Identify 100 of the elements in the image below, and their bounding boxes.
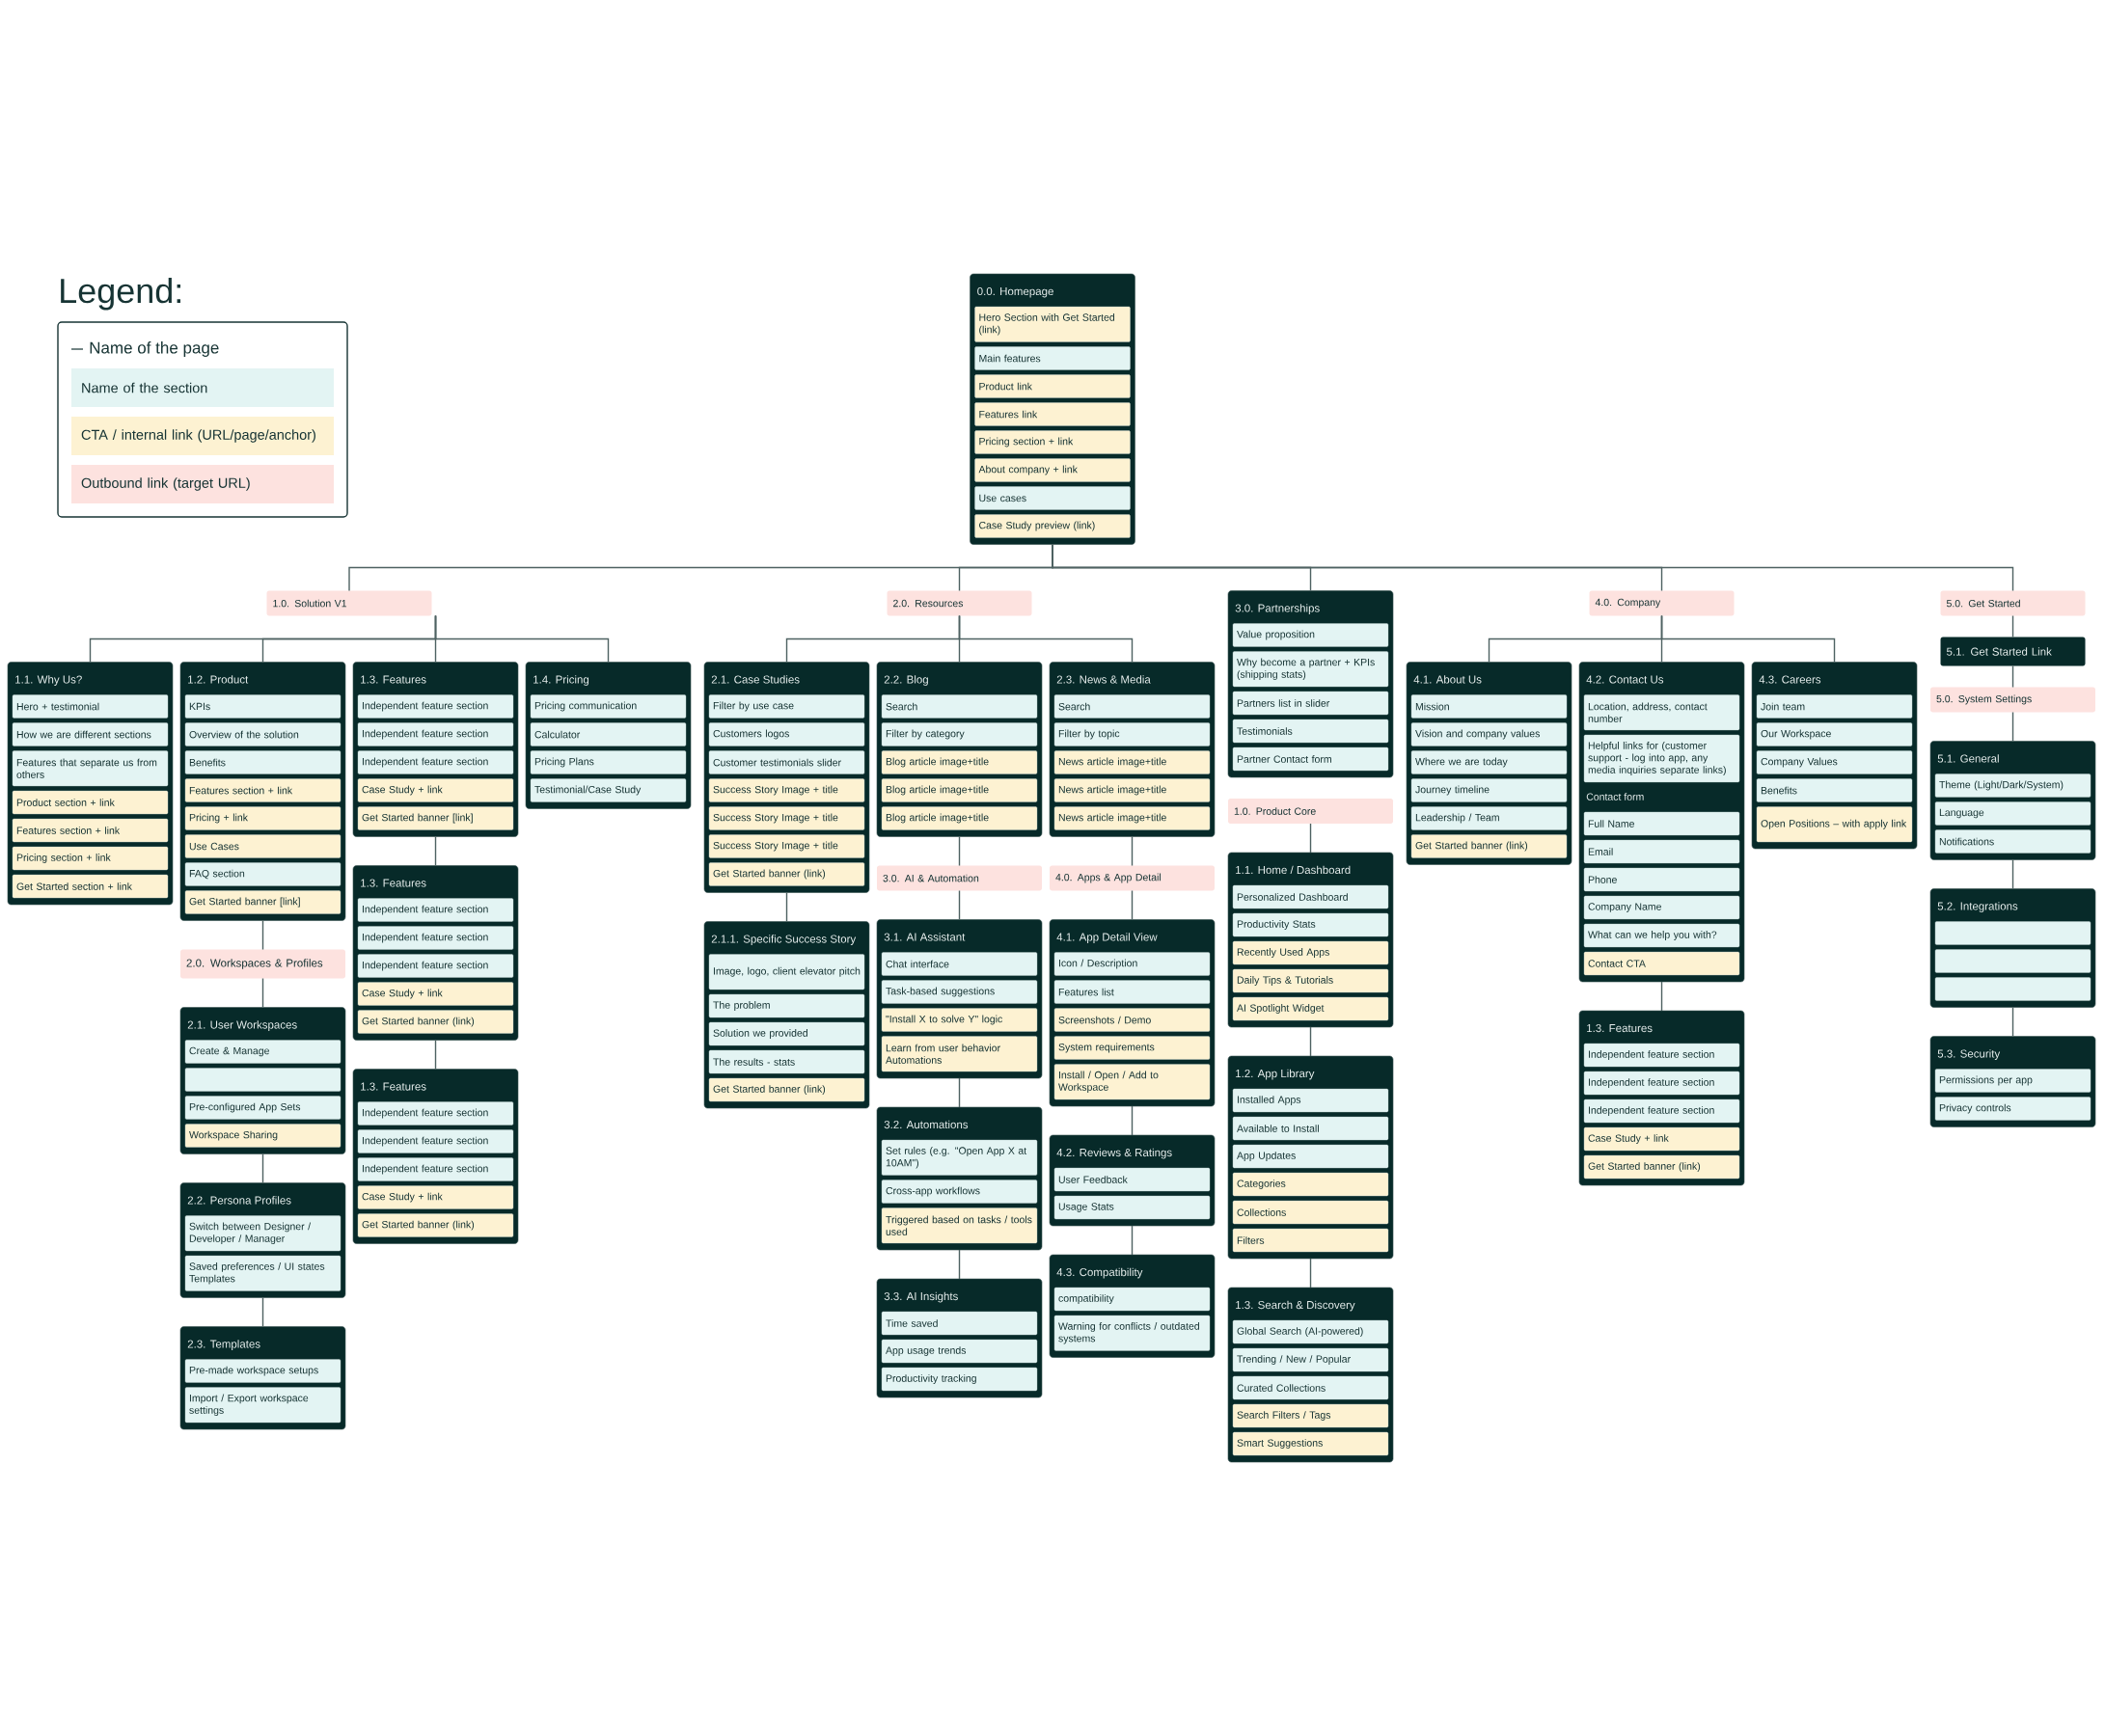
- section-box: Partners list in slider: [1232, 691, 1389, 716]
- section-box: Independent feature section: [357, 898, 514, 922]
- section-box: Independent feature section: [357, 1101, 514, 1126]
- outbound-link-box: 1.0. Product Core: [1228, 799, 1393, 824]
- section-box: App usage trends: [881, 1339, 1038, 1364]
- link-box: News article image+title: [1053, 750, 1211, 774]
- section-box: Email: [1583, 839, 1740, 864]
- section-box: Available to Install: [1232, 1116, 1389, 1141]
- section-box: Pre-made workspace setups: [184, 1359, 342, 1383]
- section-box: Customer testimonials slider: [708, 750, 865, 774]
- link-box: Product section + link: [12, 790, 169, 815]
- section-box: Chat interface: [881, 952, 1038, 976]
- section-box: Join team: [1756, 694, 1913, 719]
- link-box: Workspace Sharing: [184, 1124, 342, 1148]
- section-box: Independent feature section: [1583, 1099, 1740, 1124]
- section-box: [1934, 949, 2091, 973]
- section-box: Hero + testimonial: [12, 694, 169, 719]
- section-box: Full Name: [1583, 811, 1740, 836]
- section-box: Permissions per app: [1934, 1069, 2091, 1093]
- section-box: Notifications: [1934, 829, 2091, 854]
- link-box: AI Spotlight Widget: [1232, 996, 1389, 1021]
- link-box: Open Positions – with apply link: [1756, 806, 1913, 843]
- legend-title: Legend:: [61, 277, 180, 311]
- section-box: Independent feature section: [357, 954, 514, 978]
- link-box: Success Story Image + title: [708, 834, 865, 858]
- section-box: [1934, 921, 2091, 945]
- link-box: Collections: [1232, 1200, 1389, 1225]
- link-box: Get Started banner (link): [357, 1213, 514, 1237]
- link-box: Install / Open / Add to Workspace: [1053, 1064, 1211, 1100]
- link-box: Pricing + link: [184, 806, 342, 830]
- link-box: Get Started banner [link]: [357, 806, 514, 830]
- link-box: Filters: [1232, 1228, 1389, 1253]
- link-box: Pricing section + link: [12, 846, 169, 871]
- section-box: Search: [881, 694, 1038, 719]
- link-box: System requirements: [1053, 1036, 1211, 1060]
- section-box: Features list: [1053, 980, 1211, 1004]
- section-box: Company Values: [1756, 750, 1913, 774]
- legend-entry: Name of the section: [71, 368, 334, 407]
- section-box: The problem: [708, 993, 865, 1018]
- link-box: Get Started banner (link): [708, 862, 865, 886]
- section-box: Use cases: [974, 486, 1131, 510]
- section-box: App Updates: [1232, 1144, 1389, 1169]
- link-box: Get Started banner (link): [1583, 1154, 1740, 1180]
- section-box: Saved preferences / UI states Templates: [184, 1255, 342, 1291]
- link-box: Categories: [1232, 1172, 1389, 1197]
- section-box: Customers logos: [708, 722, 865, 746]
- section-box: Leadership / Team: [1410, 806, 1568, 830]
- section-box: Theme (Light/Dark/System): [1934, 773, 2091, 798]
- outbound-link-box: 1.0. Solution V1: [266, 590, 432, 616]
- outbound-link-box: 4.0. Apps & App Detail: [1050, 865, 1215, 891]
- link-box: Case Study + link: [357, 982, 514, 1006]
- section-box: Usage Stats: [1053, 1195, 1211, 1220]
- link-box: Case Study + link: [357, 778, 514, 802]
- section-box: Phone: [1583, 867, 1740, 892]
- legend-entry: CTA / internal link (URL/page/anchor): [71, 417, 334, 455]
- link-box: Daily Tips & Tutorials: [1232, 968, 1389, 993]
- section-box: Independent feature section: [357, 722, 514, 746]
- section-box: Curated Collections: [1232, 1375, 1389, 1400]
- section-box: Switch between Designer / Developer / Manager: [184, 1215, 342, 1252]
- link-box: Case Study + link: [1583, 1126, 1740, 1152]
- link-box: Success Story Image + title: [708, 778, 865, 802]
- section-box: Partner Contact form: [1232, 746, 1389, 772]
- section-box: Pricing Plans: [530, 750, 687, 774]
- link-box: Smart Suggestions: [1232, 1431, 1389, 1456]
- link-box: Blog article image+title: [881, 750, 1038, 774]
- outbound-link-box: 2.0. Resources: [887, 590, 1032, 616]
- section-box: Main features: [974, 346, 1131, 370]
- section-box: Filter by category: [881, 722, 1038, 746]
- section-box: Features that separate us from others: [12, 750, 169, 787]
- section-box: FAQ section: [184, 862, 342, 886]
- section-box: Trending / New / Popular: [1232, 1347, 1389, 1372]
- link-box: Pricing section + link: [974, 430, 1131, 454]
- section-box: Benefits: [184, 750, 342, 774]
- link-box: Recently Used Apps: [1232, 940, 1389, 965]
- section-box: Global Search (AI-powered): [1232, 1319, 1389, 1344]
- link-box: Blog article image+title: [881, 806, 1038, 830]
- section-box: Cross-app workflows: [881, 1180, 1038, 1204]
- section-box: Testimonial/Case Study: [530, 778, 687, 802]
- link-box: Get Started banner (link): [357, 1010, 514, 1034]
- section-box: Independent feature section: [357, 926, 514, 950]
- section-box: Mission: [1410, 694, 1568, 719]
- section-box: The results - stats: [708, 1049, 865, 1074]
- link-box: Get Started banner (link): [708, 1077, 865, 1102]
- section-box: Image, logo, client elevator pitch: [708, 954, 865, 990]
- section-box: Testimonials: [1232, 719, 1389, 744]
- section-box: Location, address, contact number: [1583, 694, 1740, 731]
- section-box: Language: [1934, 801, 2091, 826]
- legend-entry: Outbound link (target URL): [71, 465, 334, 503]
- section-box: Benefits: [1756, 778, 1913, 802]
- section-box: Filter by topic: [1053, 722, 1211, 746]
- section-box: Where we are today: [1410, 750, 1568, 774]
- section-box: Icon / Description: [1053, 952, 1211, 976]
- section-box: Company Name: [1583, 895, 1740, 920]
- link-box: Get Started banner [link]: [184, 890, 342, 914]
- section-box: Value proposition: [1232, 623, 1389, 647]
- section-box: Time saved: [881, 1311, 1038, 1336]
- section-box: Independent feature section: [1583, 1043, 1740, 1068]
- link-box: Case Study + link: [357, 1185, 514, 1209]
- section-box: Personalized Dashboard: [1232, 884, 1389, 909]
- section-box: Independent feature section: [357, 694, 514, 719]
